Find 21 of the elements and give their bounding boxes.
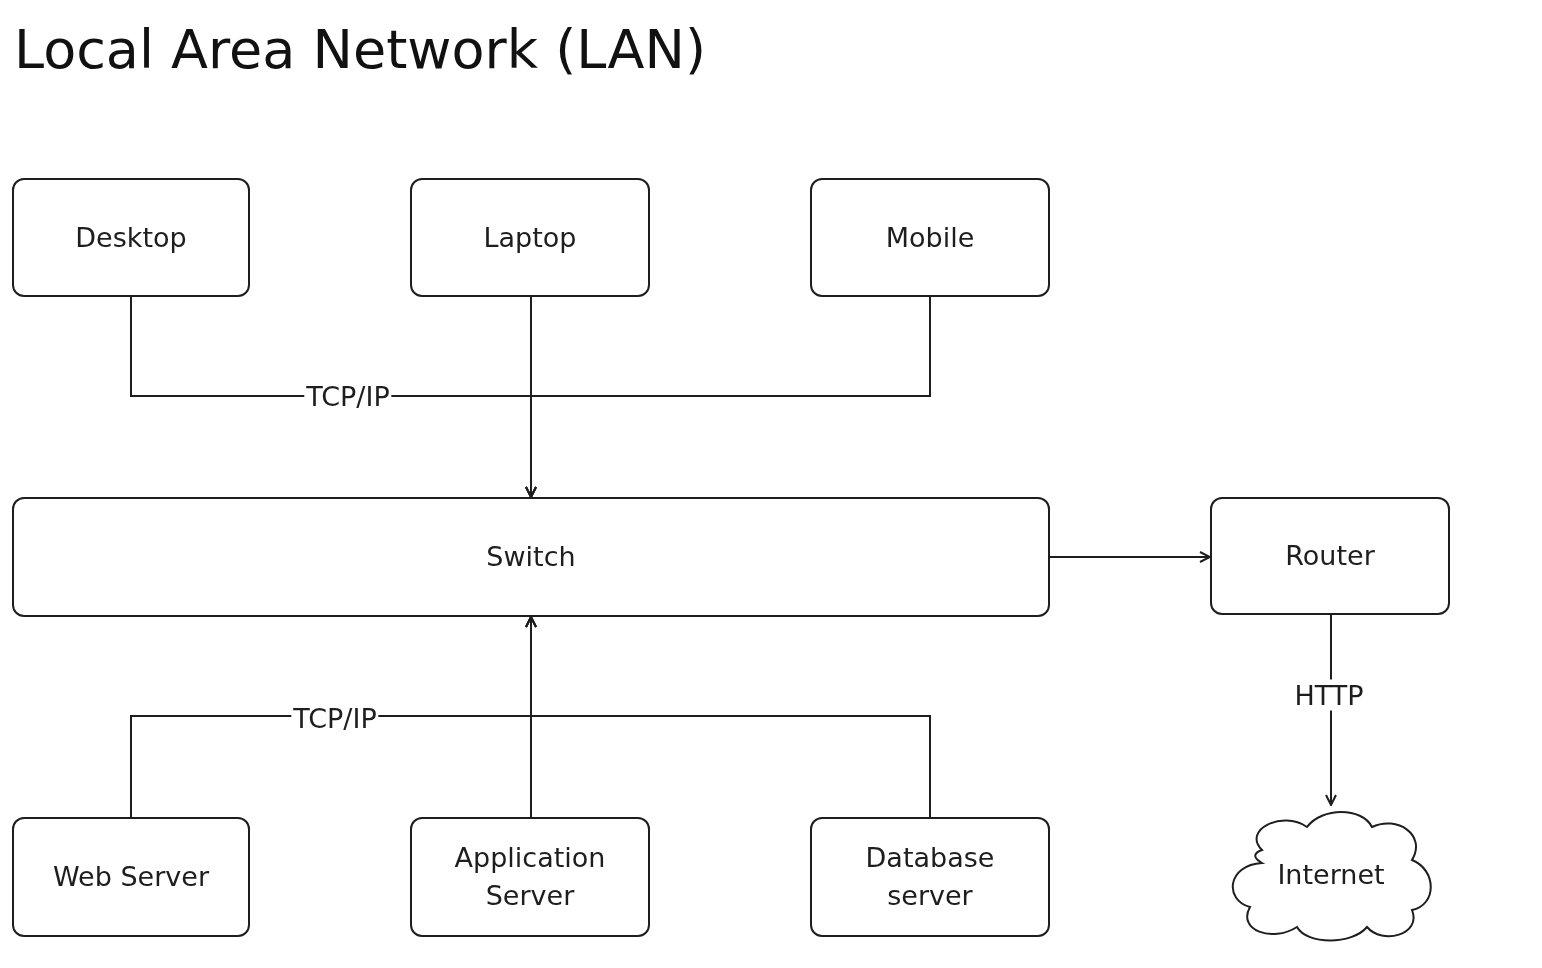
process-box: [12, 817, 250, 937]
arrow: [1049, 551, 1211, 563]
process-box: [12, 178, 250, 297]
arrow: [525, 616, 931, 818]
node-label: Internet: [1277, 858, 1385, 893]
node-label: Mobile: [885, 220, 975, 255]
node-label: Switch: [486, 540, 576, 575]
node-label: Desktop: [75, 220, 187, 255]
process-box: [810, 178, 1050, 297]
process-box: [410, 817, 650, 937]
process-box: [810, 817, 1050, 937]
process-box: [1210, 497, 1450, 615]
process-box: [12, 497, 1050, 617]
arrow: [525, 296, 931, 498]
node-label: Web Server: [53, 860, 209, 895]
node-label: Laptop: [483, 220, 577, 255]
diagram-title: Local Area Network (LAN): [14, 18, 706, 81]
process-box: [410, 178, 650, 297]
node-label: Router: [1285, 539, 1375, 574]
node-label: Database server: [864, 841, 996, 913]
node-label: Application Server: [453, 841, 607, 913]
